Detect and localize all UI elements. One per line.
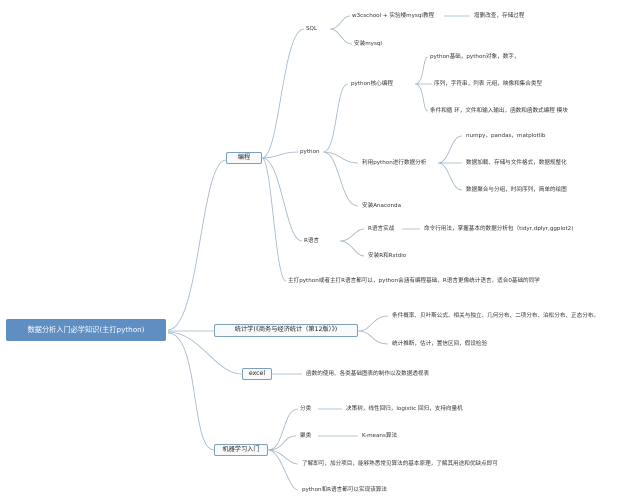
edge-prog-python — [261, 151, 299, 159]
sql-label: SQL — [306, 26, 318, 32]
root-node[interactable]: 数据分析入门必学知识(主打python) — [6, 319, 166, 341]
r-practice: R语言实战 — [368, 226, 395, 232]
r-install: 安装R和Rstdio — [368, 253, 407, 259]
programming-node[interactable]: 编程 — [226, 152, 262, 164]
sql-item-w3cschool: w3cschool + 实验楼mysql教程 — [352, 13, 435, 19]
python-analysis-item-3: 数据聚合与分组，时间序列，简单的绘图 — [466, 187, 567, 193]
excel-node[interactable]: excel — [242, 368, 272, 380]
statistics-item-1: 条件概率、贝叶斯公式、相关与独立、几何分布、二项分布、泊松分布、正态分布。 — [392, 313, 599, 319]
r-practice-note: 命令行用法，掌握基本的数据分析包（tidyr,dplyr,ggplot2) — [424, 226, 574, 232]
python-core-label: python核心编程 — [351, 81, 393, 87]
edge-prog-r — [261, 157, 303, 242]
ml-classification-note: 决策树，线性回归，logistic 回归，支持向量机 — [346, 406, 463, 412]
python-core-item-1: python基础，python对象，数字， — [430, 54, 520, 60]
edge-root-excel — [167, 331, 243, 375]
edge-prog-summary — [261, 157, 287, 282]
python-core-item-3: 条件和循 环，文件和输入输出，函数和函数式编程 模块 — [430, 108, 568, 114]
python-install: 安装Anaconda — [362, 203, 402, 209]
edge-root-programming — [167, 159, 227, 331]
edge-root-ml — [167, 332, 215, 451]
edge-prog-sql — [261, 28, 305, 159]
ml-note-2: python和R语言都可以实现该算法 — [302, 487, 387, 493]
sql-note: 增删改查，存储过程 — [474, 13, 525, 19]
statistics-node[interactable]: 统计学(《商务与经济统计（第12版）》) — [214, 324, 358, 337]
ml-note-1: 了解即可，加分项目，能够熟悉常见算法的基本原理，了解其用途和优缺点即可 — [302, 461, 498, 467]
sql-item-install: 安装mysql — [354, 41, 382, 47]
python-analysis-item-1: numpy，pandas，matplotlib — [466, 133, 546, 139]
ml-clustering-note: K-means算法 — [362, 433, 398, 439]
python-label: python — [300, 149, 320, 155]
excel-note: 函数的使用、各类基础图表的制作以及数据透视表 — [306, 371, 430, 377]
r-label: R语言 — [304, 238, 320, 244]
ml-node[interactable]: 机器学习入门 — [214, 444, 268, 456]
statistics-item-2: 统计推断，估计，置信区间，假设检验 — [392, 341, 488, 347]
ml-classification-label: 分类 — [300, 406, 312, 412]
ml-clustering-label: 聚类 — [300, 433, 312, 439]
python-analysis-item-2: 数据加载、存储与文件格式，数据规整化 — [466, 160, 567, 166]
programming-summary: 主打python或者主打R语言都可以，python会涵有编程基础，R语言更像统计… — [288, 278, 540, 284]
python-core-item-2: 序列，字符串，列表 元组，映像和集合类型 — [434, 81, 543, 87]
python-analysis-label: 利用python进行数据分析 — [362, 160, 427, 166]
